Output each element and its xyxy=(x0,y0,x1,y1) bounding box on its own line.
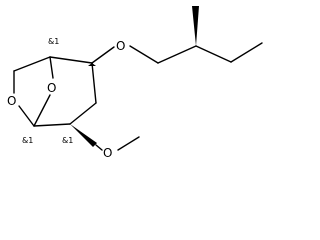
bond-c4-c3 xyxy=(91,62,97,104)
bond-c5-obridge xyxy=(49,56,54,79)
bond-c5-c4 xyxy=(49,56,93,64)
bond-c2-omethoxy xyxy=(95,144,103,151)
bond-c2-c1 xyxy=(33,123,71,127)
molecule-structure: O O O O &1 &1 &1 xyxy=(7,6,263,160)
bond-c3-c2 xyxy=(69,102,97,125)
bond-c6-c5 xyxy=(13,56,51,72)
wedge-c2-omethoxy xyxy=(70,124,97,147)
bond-ethyl1-ethyl2 xyxy=(230,42,263,63)
bond-ch-ethyl1 xyxy=(195,45,232,63)
bond-obridge-c1 xyxy=(33,94,51,127)
atom-o-methoxy: O xyxy=(103,146,112,160)
atom-label-layer: O O O O xyxy=(7,39,125,160)
stereo-label-c2: &1 xyxy=(62,136,73,145)
wedge-ch-methyl xyxy=(192,6,199,46)
atom-o-bridge: O xyxy=(47,81,56,95)
atom-o-ether: O xyxy=(116,39,125,53)
stereo-label-layer: &1 &1 &1 xyxy=(22,37,73,145)
bond-omethoxy-ch3 xyxy=(117,136,140,151)
stereo-label-c1: &1 xyxy=(22,136,33,145)
wedge-layer xyxy=(70,6,199,147)
bond-oether-ch2 xyxy=(129,45,159,64)
bond-ch2-ch xyxy=(157,45,197,64)
bond-layer xyxy=(13,42,263,151)
bond-oring-c1 xyxy=(18,105,35,127)
bond-c4-oether xyxy=(91,46,115,64)
stereo-label-c5: &1 xyxy=(48,37,59,46)
atom-o-ring: O xyxy=(7,94,16,108)
wedge-c4 xyxy=(88,63,96,66)
